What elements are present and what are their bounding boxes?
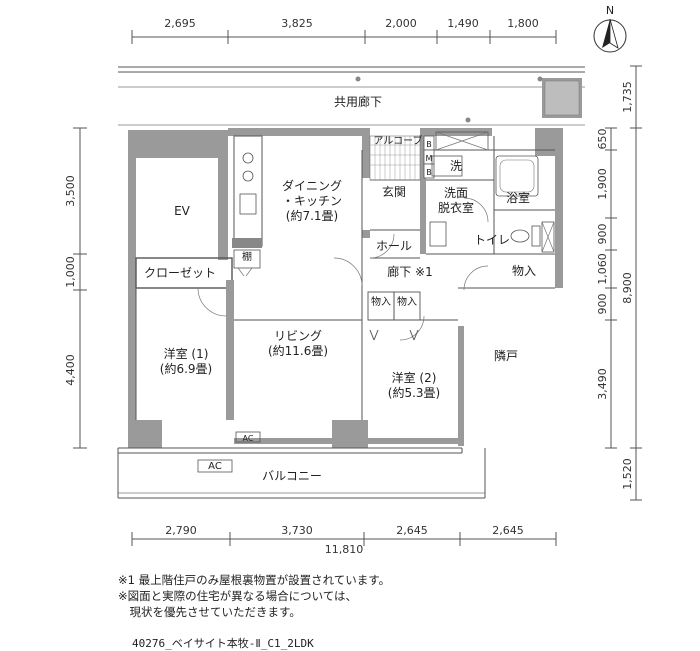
mb-label-m: M xyxy=(426,154,433,163)
walls xyxy=(128,128,563,448)
dining-label-3: (約7.1畳) xyxy=(286,208,338,223)
right-inner-dim-1: 650 xyxy=(596,129,609,150)
western2-label-2: (約5.3畳) xyxy=(388,385,440,400)
bottom-dim-1: 2,790 xyxy=(165,524,197,537)
alcove-hatch: アルコーブ B M B xyxy=(369,131,489,181)
bottom-dimensions: 2,790 3,730 2,645 2,645 11,810 xyxy=(131,524,557,556)
public-corridor: 共用廊下 xyxy=(118,66,585,126)
mb-label-b2: B xyxy=(426,168,432,177)
room-labels: EV クローゼット ダイニング ・キッチン (約7.1畳) 棚 リビング (約1… xyxy=(144,159,536,400)
dining-label-2: ・キッチン xyxy=(282,194,342,208)
storage-closets xyxy=(233,249,421,341)
top-dim-5: 1,800 xyxy=(507,17,539,30)
toilet-label: トイレ xyxy=(474,233,510,247)
washroom-label-1: 洗面 xyxy=(444,186,468,200)
storage-label-2: 物入 xyxy=(371,295,391,308)
western1-label-2: (約6.9畳) xyxy=(160,361,212,376)
shelf-label: 棚 xyxy=(242,250,252,263)
bottom-dim-total: 11,810 xyxy=(325,543,364,556)
mb-label-b: B xyxy=(426,140,432,149)
neighbor-label: 隣戸 xyxy=(494,348,518,363)
right-inner-dim-4: 1,060 xyxy=(596,253,609,285)
storage-label-1: 物入 xyxy=(512,264,536,278)
note-3: 現状を優先させていただきます。 xyxy=(118,605,301,619)
left-dimensions: 3,500 1,000 4,400 xyxy=(64,127,87,449)
balcony-label: バルコニー xyxy=(262,469,322,483)
plan-code: 40276_ベイサイト本牧-Ⅱ_C1_2LDK xyxy=(132,637,314,650)
north-label: N xyxy=(606,4,614,17)
notes: ※1 最上階住戸のみ屋根裏物置が設置されています。 ※図面と実際の住宅が異なる場… xyxy=(118,572,390,620)
right-inner-dim-6: 3,490 xyxy=(596,368,609,400)
entrance-label: 玄関 xyxy=(382,184,406,199)
right-inner-dim-3: 900 xyxy=(596,224,609,245)
living-label-1: リビング xyxy=(274,329,322,343)
top-dim-4: 1,490 xyxy=(447,17,479,30)
dining-label-1: ダイニング xyxy=(282,178,342,193)
top-dim-3: 2,000 xyxy=(385,17,417,30)
right-inner-dim-2: 1,900 xyxy=(596,168,609,200)
right-outer-dim-1: 1,735 xyxy=(621,81,634,113)
hallway-label: 廊下 ※1 xyxy=(387,264,433,279)
note-2: ※図面と実際の住宅が異なる場合については、 xyxy=(118,589,358,603)
left-dim-1: 3,500 xyxy=(64,175,77,207)
note-1: ※1 最上階住戸のみ屋根裏物置が設置されています。 xyxy=(118,573,391,587)
top-dim-2: 3,825 xyxy=(281,17,313,30)
alcove-label: アルコーブ xyxy=(373,134,422,147)
storage-label-3: 物入 xyxy=(397,295,417,308)
western1-label-1: 洋室 (1) xyxy=(164,346,209,361)
washroom-label-2: 脱衣室 xyxy=(438,200,474,215)
door-swings xyxy=(197,197,489,341)
bottom-dim-4: 2,645 xyxy=(492,524,524,537)
left-dim-2: 1,000 xyxy=(64,256,77,288)
north-arrow-icon: N xyxy=(593,4,627,53)
bath-label: 浴室 xyxy=(506,190,530,205)
left-dim-3: 4,400 xyxy=(64,354,77,386)
bottom-dim-2: 3,730 xyxy=(281,524,313,537)
wash-label: 洗 xyxy=(450,159,462,173)
corridor-label: 共用廊下 xyxy=(334,94,382,109)
living-label-2: (約11.6畳) xyxy=(268,343,328,358)
wet-fixtures xyxy=(429,155,555,253)
ev-label: EV xyxy=(174,204,191,218)
top-dim-1: 2,695 xyxy=(164,17,196,30)
western2-label-1: 洋室 (2) xyxy=(392,370,437,385)
right-outer-dim-2: 8,900 xyxy=(621,272,634,304)
hall-label: ホール xyxy=(376,239,412,253)
balcony: AC AC バルコニー xyxy=(117,431,486,499)
closet-label: クローゼット xyxy=(144,266,216,280)
bottom-dim-3: 2,645 xyxy=(396,524,428,537)
right-inner-dim-5: 900 xyxy=(596,294,609,315)
top-dimensions: 2,695 3,825 2,000 1,490 1,800 xyxy=(131,17,557,44)
kitchen-counter xyxy=(232,135,263,248)
ac-label-balcony: AC xyxy=(208,461,222,472)
right-outer-dim-3: 1,520 xyxy=(621,458,634,490)
ac-label-living: AC xyxy=(243,434,254,443)
right-dimensions: 650 1,900 900 1,060 900 3,490 1,735 8,90… xyxy=(596,65,642,501)
